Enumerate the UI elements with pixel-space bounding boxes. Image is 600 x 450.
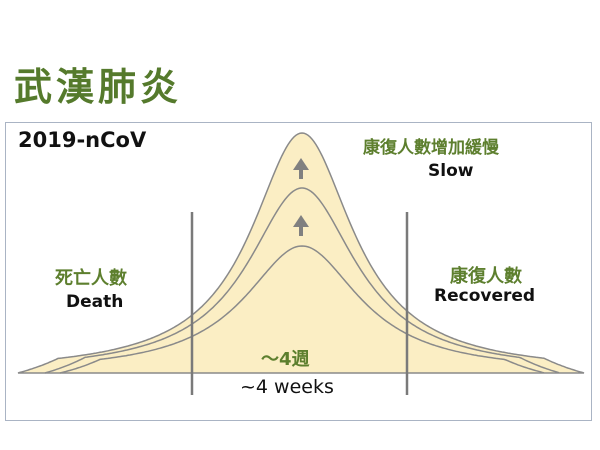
virus-label: 2019-nCoV (18, 128, 147, 152)
duration-label-zh: ～4週 (261, 349, 310, 370)
death-label-en: Death (66, 292, 124, 312)
inner-curve (59, 245, 545, 374)
up-arrow-icon (293, 215, 309, 236)
diagram-frame (5, 122, 592, 421)
up-arrow-icon (293, 158, 309, 179)
death-label-zh: 死亡人數 (55, 268, 127, 289)
duration-label-en: ~4 weeks (240, 376, 334, 398)
recovered-label-en: Recovered (434, 286, 536, 306)
slow-label-en: Slow (428, 161, 474, 181)
outer-curve (17, 132, 585, 374)
middle-curve (44, 187, 560, 374)
page-title: 武漢肺炎 (14, 65, 183, 109)
slow-label-zh: 康復人數增加緩慢 (363, 138, 499, 158)
recovered-label-zh: 康復人數 (450, 266, 522, 287)
